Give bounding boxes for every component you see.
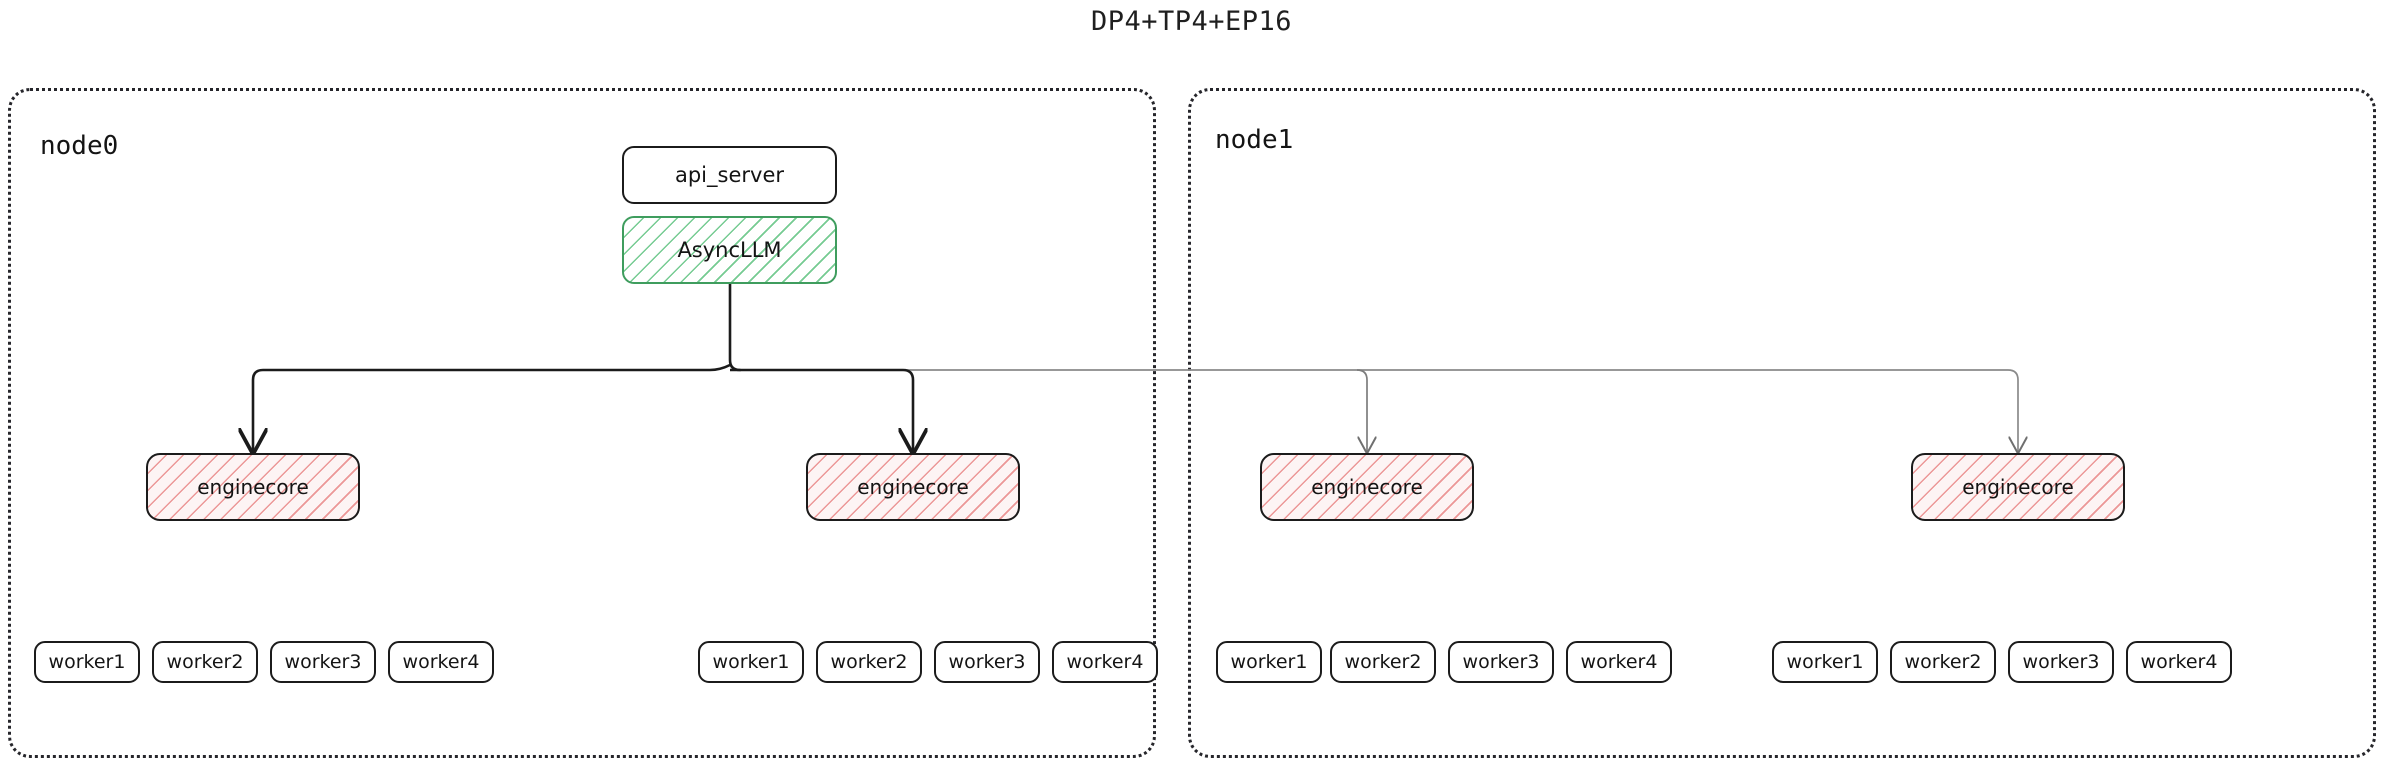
api-server-box[interactable]: api_server: [622, 146, 837, 204]
worker-label: worker1: [712, 651, 790, 673]
enginecore-label: enginecore: [197, 475, 309, 499]
worker-box[interactable]: worker2: [1330, 641, 1436, 683]
worker-box[interactable]: worker3: [2008, 641, 2114, 683]
enginecore-box[interactable]: enginecore: [146, 453, 360, 521]
node0-label: node0: [40, 131, 119, 161]
enginecore-box[interactable]: enginecore: [806, 453, 1020, 521]
worker-box[interactable]: worker3: [270, 641, 376, 683]
enginecore-box[interactable]: enginecore: [1911, 453, 2125, 521]
worker-label: worker2: [1904, 651, 1982, 673]
node1-label: node1: [1215, 125, 1294, 155]
worker-label: worker3: [948, 651, 1026, 673]
worker-box[interactable]: worker1: [1772, 641, 1878, 683]
page-title: DP4+TP4+EP16: [1090, 6, 1293, 37]
enginecore-label: enginecore: [1311, 475, 1423, 499]
worker-label: worker2: [1344, 651, 1422, 673]
worker-label: worker3: [2022, 651, 2100, 673]
worker-label: worker2: [830, 651, 908, 673]
worker-label: worker4: [1580, 651, 1658, 673]
async-llm-box[interactable]: AsyncLLM: [622, 216, 837, 284]
worker-box[interactable]: worker1: [1216, 641, 1322, 683]
worker-box[interactable]: worker1: [34, 641, 140, 683]
worker-box[interactable]: worker4: [2126, 641, 2232, 683]
enginecore-label: enginecore: [857, 475, 969, 499]
worker-box[interactable]: worker4: [1566, 641, 1672, 683]
worker-label: worker4: [1066, 651, 1144, 673]
enginecore-label: enginecore: [1962, 475, 2074, 499]
worker-box[interactable]: worker3: [1448, 641, 1554, 683]
enginecore-box[interactable]: enginecore: [1260, 453, 1474, 521]
worker-label: worker3: [284, 651, 362, 673]
worker-label: worker1: [1786, 651, 1864, 673]
worker-box[interactable]: worker1: [698, 641, 804, 683]
worker-box[interactable]: worker2: [816, 641, 922, 683]
worker-label: worker4: [2140, 651, 2218, 673]
worker-box[interactable]: worker2: [1890, 641, 1996, 683]
worker-box[interactable]: worker4: [388, 641, 494, 683]
worker-label: worker1: [48, 651, 126, 673]
async-llm-label: AsyncLLM: [677, 238, 782, 262]
worker-box[interactable]: worker3: [934, 641, 1040, 683]
worker-box[interactable]: worker2: [152, 641, 258, 683]
api-server-label: api_server: [674, 163, 784, 187]
worker-label: worker2: [166, 651, 244, 673]
worker-label: worker1: [1230, 651, 1308, 673]
worker-box[interactable]: worker4: [1052, 641, 1158, 683]
worker-label: worker3: [1462, 651, 1540, 673]
worker-label: worker4: [402, 651, 480, 673]
